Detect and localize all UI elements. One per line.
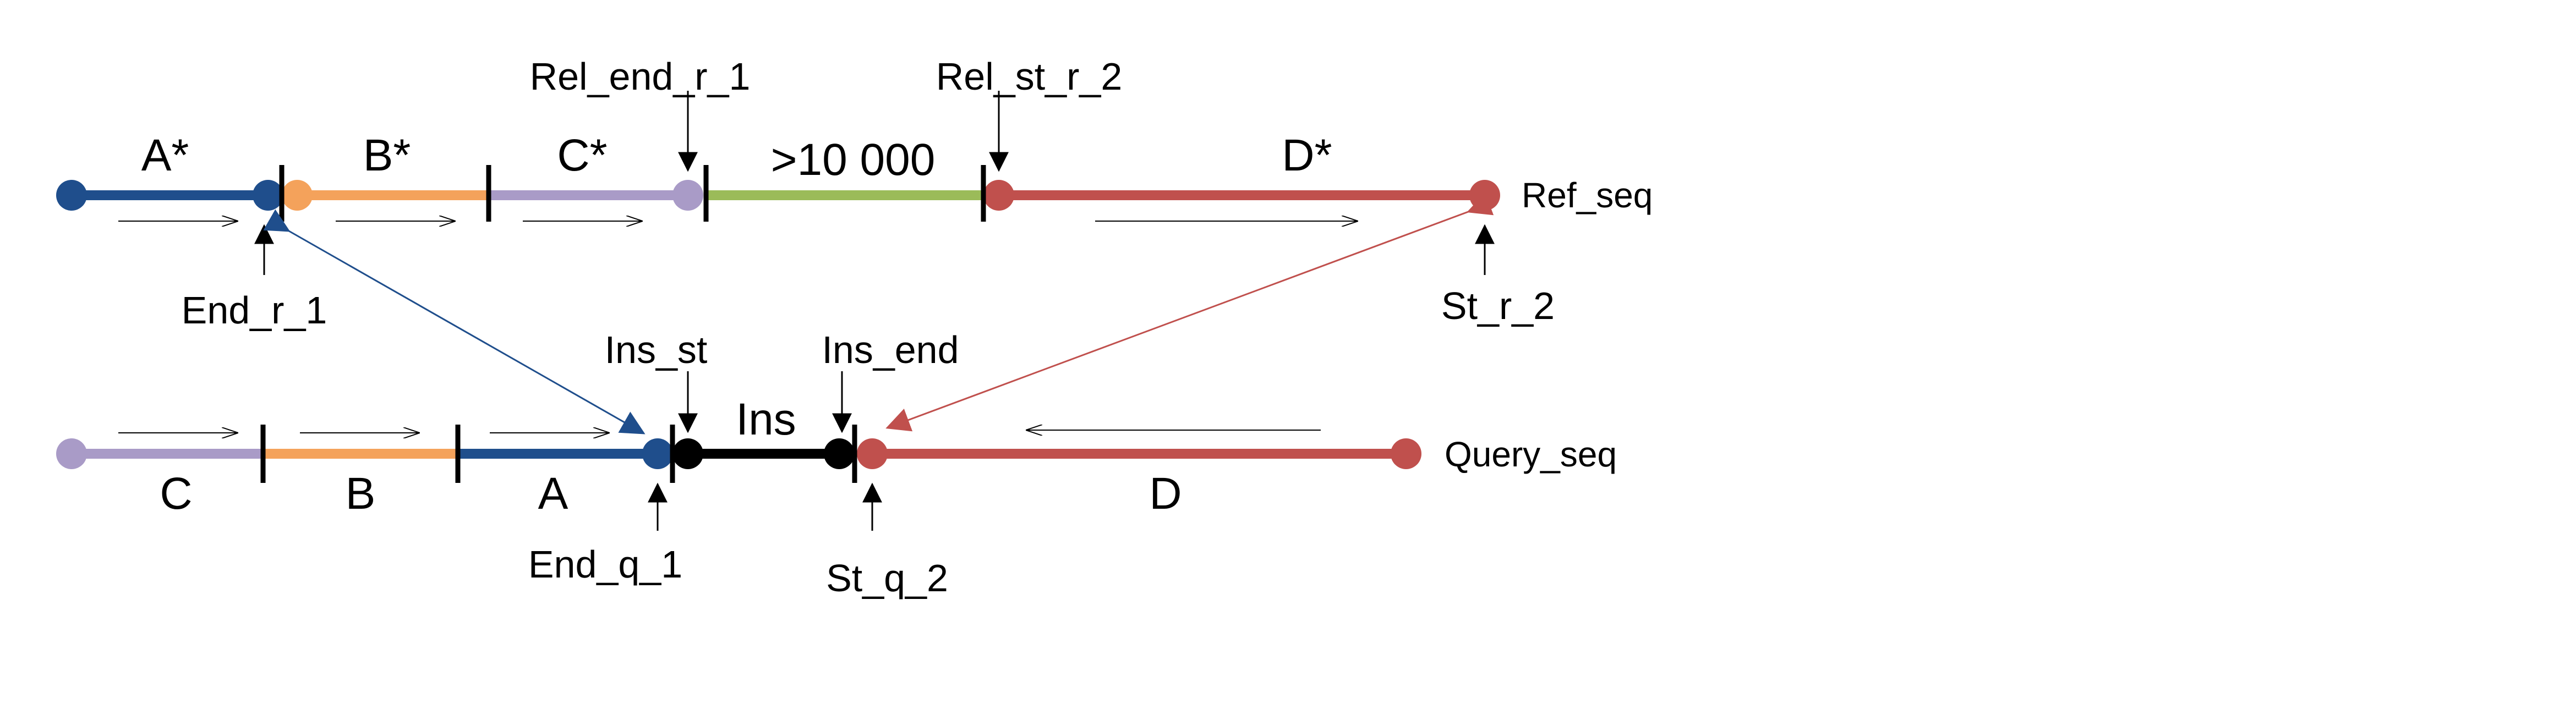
end-r-1-label: End_r_1 — [182, 289, 327, 332]
query-segment-d-label: D — [1149, 469, 1182, 519]
st-q-2-label: St_q_2 — [826, 557, 948, 600]
query-sequence: C B A Ins D Query_seq End_q_1 Ins_st Ins… — [56, 328, 1617, 600]
ref-segment-gap-label: >10 000 — [771, 135, 936, 185]
ref-segment-d-label: D* — [1282, 130, 1332, 180]
query-a-end-dot — [642, 438, 673, 469]
query-seq-name: Query_seq — [1445, 435, 1617, 474]
reference-sequence: A* B* C* >10 000 D* Ref_seq End_r_1 Rel_… — [56, 55, 1653, 332]
ref-d-end-dot — [1469, 180, 1500, 211]
st-r-2-label: St_r_2 — [1441, 284, 1555, 327]
ref-a-end-dot — [253, 180, 283, 211]
query-d-end-dot — [1391, 438, 1421, 469]
link-st-r-2-to-st-q-2 — [885, 193, 1494, 432]
ins-end-label: Ins_end — [822, 328, 959, 371]
query-d-start-dot — [857, 438, 888, 469]
ref-segment-b-label: B* — [363, 130, 411, 180]
query-segment-c-label: C — [160, 469, 192, 519]
query-segment-ins-label: Ins — [736, 394, 796, 444]
ref-a-start-dot — [56, 180, 87, 211]
query-segment-a-label: A — [538, 469, 568, 519]
end-q-1-label: End_q_1 — [528, 543, 682, 586]
ref-c-end-dot — [672, 180, 703, 211]
rel-end-r-1-label: Rel_end_r_1 — [530, 55, 751, 98]
ref-seq-name: Ref_seq — [1522, 175, 1653, 215]
alignment-links — [263, 193, 1494, 435]
ins-st-label: Ins_st — [605, 328, 708, 371]
ref-segment-c-label: C* — [557, 130, 607, 180]
query-segment-b-label: B — [346, 469, 376, 519]
query-ins-end-dot — [824, 438, 855, 469]
ref-d-start-dot — [983, 180, 1014, 211]
query-ins-start-dot — [672, 438, 703, 469]
ref-b-start-dot — [282, 180, 313, 211]
link-end-r-1-to-end-q-1 — [263, 209, 646, 435]
query-c-start-dot — [56, 438, 87, 469]
ref-segment-a-label: A* — [141, 130, 189, 180]
rel-st-r-2-label: Rel_st_r_2 — [936, 55, 1123, 98]
